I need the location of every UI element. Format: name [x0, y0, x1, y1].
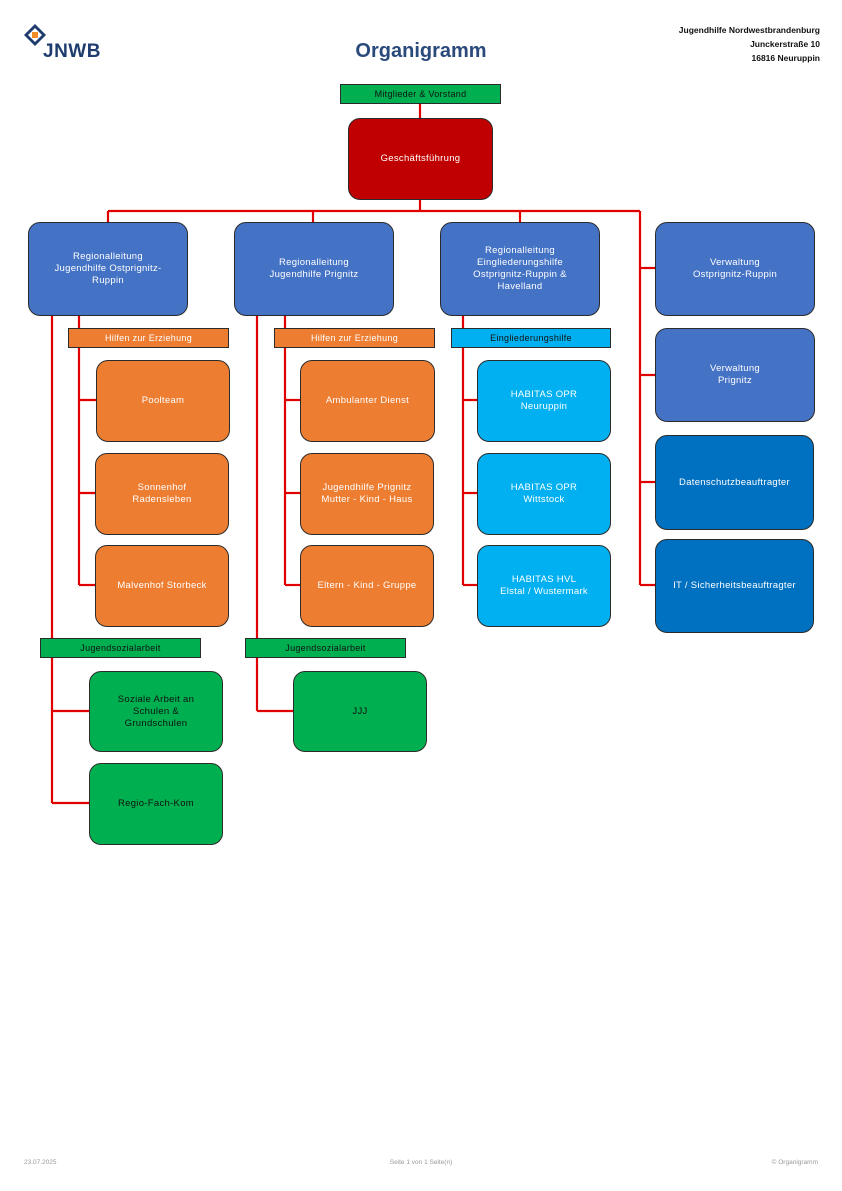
node-sonnenhof: Sonnenhof Radensleben	[95, 453, 229, 535]
node-habitas-hvl: HABITAS HVL Elstal / Wustermark	[477, 545, 611, 627]
page-title: Organigramm	[355, 40, 487, 62]
node-malvenhof: Malvenhof Storbeck	[95, 545, 229, 627]
node-eltern-kind-gruppe: Eltern - Kind - Gruppe	[300, 545, 434, 627]
logo-text: JNWB	[43, 41, 101, 62]
address-line: Jugendhilfe Nordwestbrandenburg	[678, 25, 820, 35]
node-data-protection: Datenschutzbeauftragter	[655, 435, 814, 530]
section-jugendsozialarbeit: Jugendsozialarbeit	[40, 638, 201, 658]
section-hilfen-zur-erziehung: Hilfen zur Erziehung	[274, 328, 435, 348]
footer-date: 23.07.2025	[24, 1159, 57, 1166]
jnwb-logo-icon	[24, 24, 46, 46]
node-mutter-kind-haus: Jugendhilfe Prignitz Mutter - Kind - Hau…	[300, 453, 434, 535]
address-line: 16816 Neuruppin	[751, 53, 821, 63]
section-jugendsozialarbeit: Jugendsozialarbeit	[245, 638, 406, 658]
node-regio-fach-kom: Regio-Fach-Kom	[89, 763, 223, 845]
node-admin-opr: Verwaltung Ostprignitz-Ruppin	[655, 222, 815, 316]
node-it-security: IT / Sicherheitsbeauftragter	[655, 539, 814, 633]
node-habitas-neuruppin: HABITAS OPR Neuruppin	[477, 360, 611, 442]
footer-page: Seite 1 von 1 Seite(n)	[389, 1159, 453, 1166]
address-line: Junckerstraße 10	[750, 39, 820, 49]
node-jjj: JJJ	[293, 671, 427, 752]
node-management: Geschäftsführung	[348, 118, 493, 200]
node-admin-prignitz: Verwaltung Prignitz	[655, 328, 815, 422]
node-poolteam: Poolteam	[96, 360, 230, 442]
node-soziale-arbeit: Soziale Arbeit an Schulen & Grundschulen	[89, 671, 223, 752]
address-block: Jugendhilfe Nordwestbrandenburg Junckers…	[679, 23, 820, 65]
node-region-opr: Regionalleitung Jugendhilfe Ostprignitz-…	[28, 222, 188, 316]
footer-copyright: © Organigramm	[771, 1159, 818, 1166]
node-members-board: Mitglieder & Vorstand	[340, 84, 501, 104]
node-ambulanter-dienst: Ambulanter Dienst	[300, 360, 435, 442]
section-hilfen-zur-erziehung: Hilfen zur Erziehung	[68, 328, 229, 348]
section-eingliederungshilfe: Eingliederungshilfe	[451, 328, 611, 348]
node-region-eingliederung: Regionalleitung Eingliederungshilfe Ostp…	[440, 222, 600, 316]
node-habitas-wittstock: HABITAS OPR Wittstock	[477, 453, 611, 535]
node-region-prignitz: Regionalleitung Jugendhilfe Prignitz	[234, 222, 394, 316]
